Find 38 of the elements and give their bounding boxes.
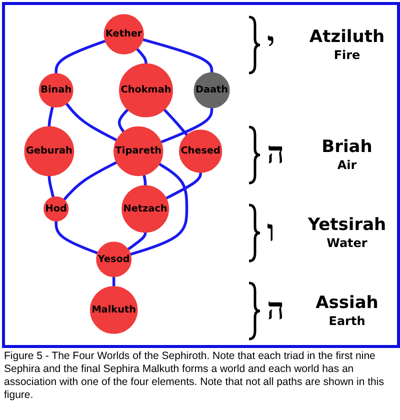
world-name: Briah — [320, 137, 374, 157]
element-name: Water — [326, 236, 368, 250]
connector — [130, 162, 188, 256]
hebrew-letter: ה — [267, 293, 284, 327]
element-name: Air — [336, 158, 358, 172]
figure-caption: Figure 5 - The Four Worlds of the Sephiroth. Note that each triad in the first nine Sephira and the final Sephira Malkuth forms a world and each world has an association with one of the four elements. Note that not all paths are shown in this figure. — [4, 350, 385, 402]
node-circle: Hod — [44, 196, 69, 222]
connector — [48, 175, 55, 198]
node-circle: Yesod — [96, 242, 132, 278]
connector — [136, 48, 148, 64]
connector — [63, 161, 118, 201]
node-circle: Chokmah — [119, 63, 173, 118]
connector — [54, 221, 98, 254]
node-circle: Daath — [194, 72, 230, 108]
node-circle: Chesed — [178, 130, 222, 173]
element-name: Fire — [332, 48, 362, 62]
node-circle: Netzach — [122, 185, 170, 233]
connector — [65, 102, 118, 142]
world-name: Assiah — [314, 293, 380, 313]
node-circle: Kether — [104, 14, 144, 54]
node-circle: Geburah — [24, 126, 74, 176]
hebrew-letter: י — [267, 27, 275, 61]
world-name: Yetsirah — [306, 215, 388, 235]
node-circle: Binah — [38, 73, 74, 108]
hebrew-letter: ה — [267, 137, 284, 171]
element-name: Earth — [328, 314, 366, 328]
connector — [127, 232, 147, 250]
connector — [142, 174, 147, 186]
node-circle: Tipareth — [114, 126, 164, 176]
node-circle: Malkuth — [90, 286, 138, 334]
connector — [166, 172, 202, 200]
connector — [48, 106, 54, 128]
connector — [163, 108, 188, 136]
connector — [112, 276, 116, 287]
world-name: Atziluth — [308, 27, 386, 47]
hebrew-letter: ו — [267, 215, 275, 249]
connector — [54, 40, 106, 74]
connector — [142, 38, 214, 73]
